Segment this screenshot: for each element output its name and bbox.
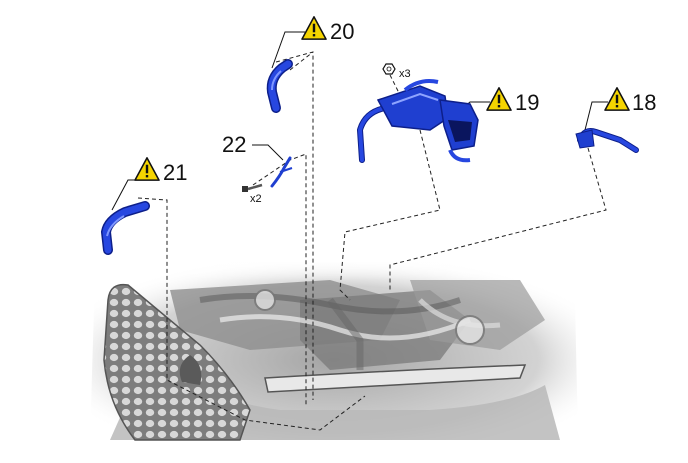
warning-triangle-icon-18 (604, 87, 630, 111)
leader-line-20b (289, 51, 314, 71)
bolt-22-icon (242, 183, 263, 192)
callout-line-18 (584, 101, 608, 131)
part-22-bracket (270, 156, 293, 188)
warning-triangle-icon-20 (301, 16, 327, 40)
callout-label-20: 20 (330, 19, 354, 44)
part-19-harness (356, 79, 479, 163)
nut-19-icon (382, 63, 396, 75)
part-18-hose (575, 128, 639, 153)
part-20-hose (266, 59, 293, 113)
leader-line-21 (137, 197, 366, 431)
callout-label-22: 22 (222, 132, 246, 157)
callout-label-18: 18 (632, 90, 656, 115)
callout-line-20 (271, 31, 305, 69)
callout-line-22 (252, 144, 284, 161)
warning-triangle-icon-19 (486, 87, 512, 111)
leader-line-nut (389, 74, 401, 96)
part-21-hose (100, 201, 150, 255)
engine-bay-illustration (80, 255, 600, 441)
leader-lines (137, 51, 607, 431)
leader-line-22 (252, 153, 307, 405)
callout-label-19: 19 (515, 90, 539, 115)
warning-triangle-icon-21 (134, 157, 160, 181)
leader-line-18 (389, 147, 607, 290)
quantity-label-nut: x3 (399, 68, 411, 80)
callout-label-21: 21 (163, 160, 187, 185)
quantity-label-bolt: x2 (250, 193, 262, 205)
